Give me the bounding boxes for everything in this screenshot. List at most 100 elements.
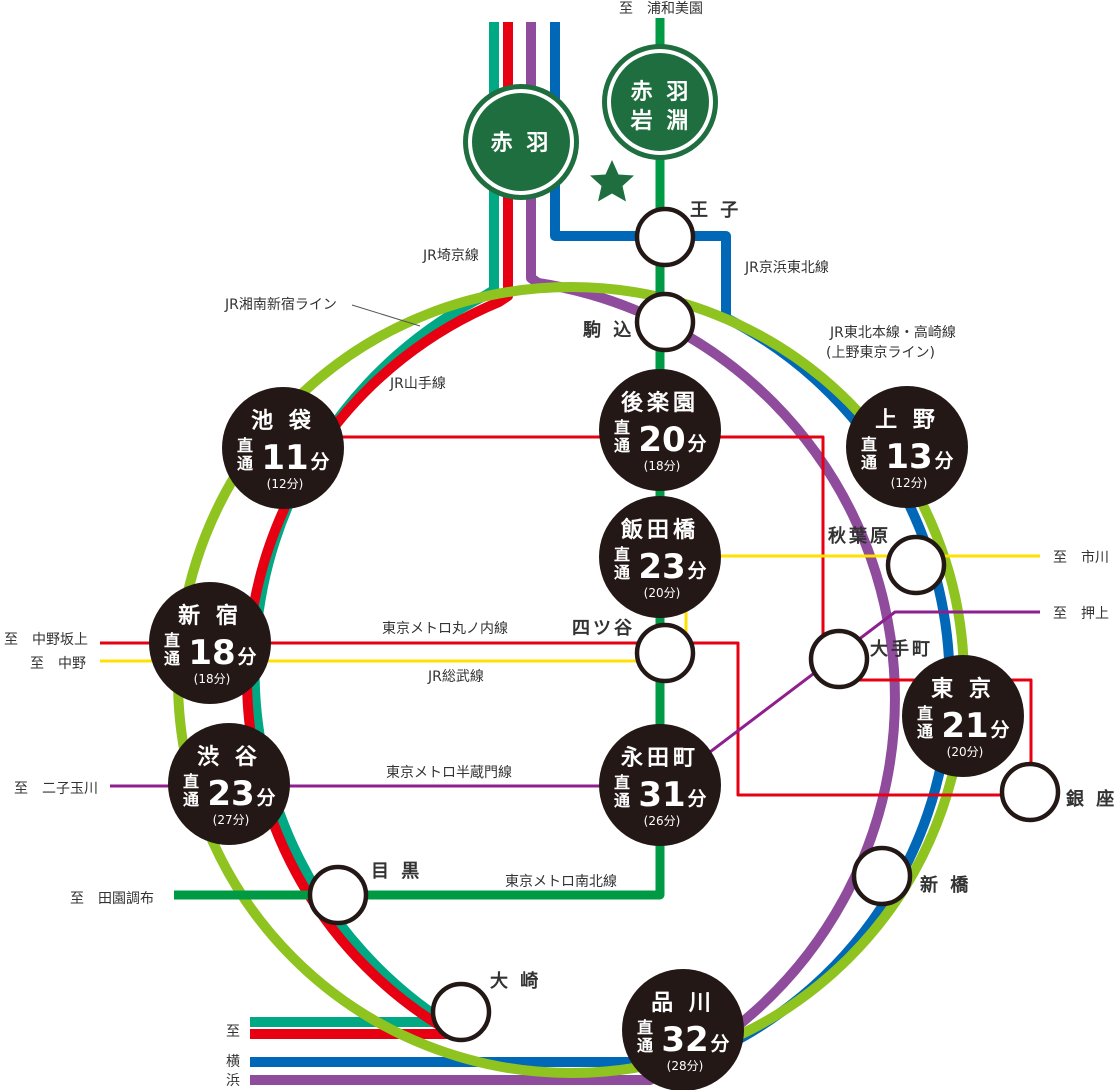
station-nagatacho-name: 永田町: [621, 745, 699, 771]
station-ikebukuro-name: 池 袋: [251, 408, 315, 434]
station-korakuen-direct-1: 直: [614, 418, 630, 437]
station-shinagawa-direct-1: 直: [637, 1018, 653, 1037]
station-korakuen-name: 後楽園: [621, 390, 699, 416]
station-nagatacho-direct-1: 直: [614, 773, 630, 792]
dest-nakano: 至 中野: [30, 656, 86, 672]
station-oji[interactable]: 王 子: [634, 200, 741, 268]
station-shibuya-sub: (27分): [213, 813, 250, 827]
station-ginza[interactable]: 銀 座: [999, 761, 1117, 823]
station-korakuen-direct-2: 通: [614, 436, 630, 455]
station-shibuya-unit: 分: [256, 787, 275, 809]
station-korakuen-sub: (18分): [644, 459, 681, 473]
station-ginza-label: 銀 座: [1066, 788, 1117, 810]
station-ueno-minutes: 13: [885, 437, 932, 477]
station-shinjuku-direct-1: 直: [164, 631, 180, 650]
station-iidabashi-direct-1: 直: [614, 545, 630, 564]
shonan-leader: [351, 304, 421, 327]
station-osaki[interactable]: 大 崎: [430, 970, 541, 1043]
station-akabane-iwabuchi[interactable]: 赤 羽 岩 淵: [602, 44, 718, 160]
station-tokyo-name: 東 京: [931, 676, 995, 702]
dest-oshiage: 至 押上: [1053, 606, 1109, 622]
station-shibuya-minutes: 23: [207, 774, 254, 814]
station-meguro[interactable]: 目 黒: [307, 861, 422, 926]
station-ueno-name: 上 野: [875, 408, 939, 433]
station-shibuya-direct-2: 通: [183, 790, 199, 809]
station-meguro-label: 目 黒: [371, 861, 422, 882]
station-ikebukuro-unit: 分: [310, 451, 329, 473]
station-korakuen-unit: 分: [687, 433, 706, 455]
station-nagatacho-unit: 分: [687, 788, 706, 810]
station-ikebukuro-minutes: 11: [261, 438, 308, 478]
station-akihabara-label: 秋葉原: [828, 525, 891, 547]
dest-urawa-misono: 至 浦和美園: [619, 1, 703, 17]
station-ueno-unit: 分: [934, 450, 953, 472]
dest-futako-tamagawa: 至 二子玉川: [14, 781, 98, 797]
station-iidabashi-name: 飯田橋: [620, 517, 699, 543]
label-hanzomon: 東京メトロ半蔵門線: [386, 765, 512, 781]
station-yotsuya[interactable]: 四ツ谷: [572, 618, 696, 684]
station-korakuen-minutes: 20: [638, 420, 685, 460]
station-ueno-direct-1: 直: [861, 435, 877, 454]
station-shibuya-direct-1: 直: [183, 772, 199, 791]
station-shinagawa-sub: (28分): [667, 1059, 704, 1073]
station-yotsuya-label: 四ツ谷: [572, 618, 635, 639]
station-shimbashi-label: 新 橋: [920, 874, 971, 896]
station-osaki-label: 大 崎: [490, 970, 541, 992]
station-komagome-label: 駒 込: [583, 319, 634, 341]
station-shinjuku-sub: (18分): [194, 672, 231, 686]
label-utsunomiya-2: (上野東京ライン): [826, 345, 935, 361]
station-akabane-iwabuchi-line2: 岩 淵: [630, 109, 692, 134]
station-shinagawa-direct-2: 通: [637, 1036, 653, 1055]
station-otemachi[interactable]: 大手町: [808, 628, 933, 690]
star-icon: [590, 160, 634, 202]
station-akabane[interactable]: 赤 羽: [463, 84, 579, 200]
dest-to: 至: [226, 1024, 240, 1040]
station-shibuya-name: 渋 谷: [197, 744, 261, 770]
station-shinjuku-unit: 分: [237, 646, 256, 668]
dest-denen-chofu: 至 田園調布: [70, 891, 154, 907]
station-nagatacho-sub: (26分): [644, 814, 681, 828]
label-saikyo: JR埼京線: [422, 248, 479, 264]
station-shinagawa-unit: 分: [710, 1033, 729, 1055]
station-shinagawa-name: 品 川: [651, 991, 715, 1016]
station-iidabashi-direct-2: 通: [614, 563, 630, 582]
label-utsunomiya-1: JR東北本線・高崎線: [829, 324, 956, 341]
dest-yoko: 横: [226, 1054, 240, 1070]
station-tokyo-unit: 分: [990, 719, 1009, 741]
dest-ichikawa: 至 市川: [1053, 549, 1109, 566]
station-akihabara[interactable]: 秋葉原: [828, 525, 947, 596]
station-tokyo-direct-1: 直: [917, 704, 933, 723]
station-nagatacho-direct-2: 通: [614, 791, 630, 810]
station-tokyo-sub: (20分): [947, 745, 984, 759]
station-nagatacho-minutes: 31: [638, 775, 685, 815]
station-iidabashi-minutes: 23: [638, 547, 685, 587]
label-sobu: JR総武線: [427, 669, 484, 685]
station-iidabashi-unit: 分: [687, 560, 706, 582]
line-hanzomon: [110, 610, 1040, 788]
station-ueno-direct-2: 通: [861, 453, 877, 472]
station-shimbashi[interactable]: 新 橋: [851, 845, 971, 907]
station-komagome[interactable]: 駒 込: [583, 291, 696, 353]
dest-hama: 浜: [226, 1073, 240, 1089]
station-otemachi-label: 大手町: [870, 638, 933, 660]
line-shonan-shinjuku: [242, 22, 513, 1039]
station-shinjuku-direct-2: 通: [164, 649, 180, 668]
line-marunouchi: [100, 435, 1033, 797]
label-yamanote: JR山手線: [389, 376, 446, 392]
station-iidabashi-sub: (20分): [644, 586, 681, 600]
station-akabane-iwabuchi-line1: 赤 羽: [631, 80, 692, 105]
label-marunouchi: 東京メトロ丸ノ内線: [382, 621, 508, 637]
station-akabane-name: 赤 羽: [491, 131, 552, 156]
station-ueno-sub: (12分): [891, 476, 928, 490]
station-tokyo-direct-2: 通: [917, 722, 933, 741]
